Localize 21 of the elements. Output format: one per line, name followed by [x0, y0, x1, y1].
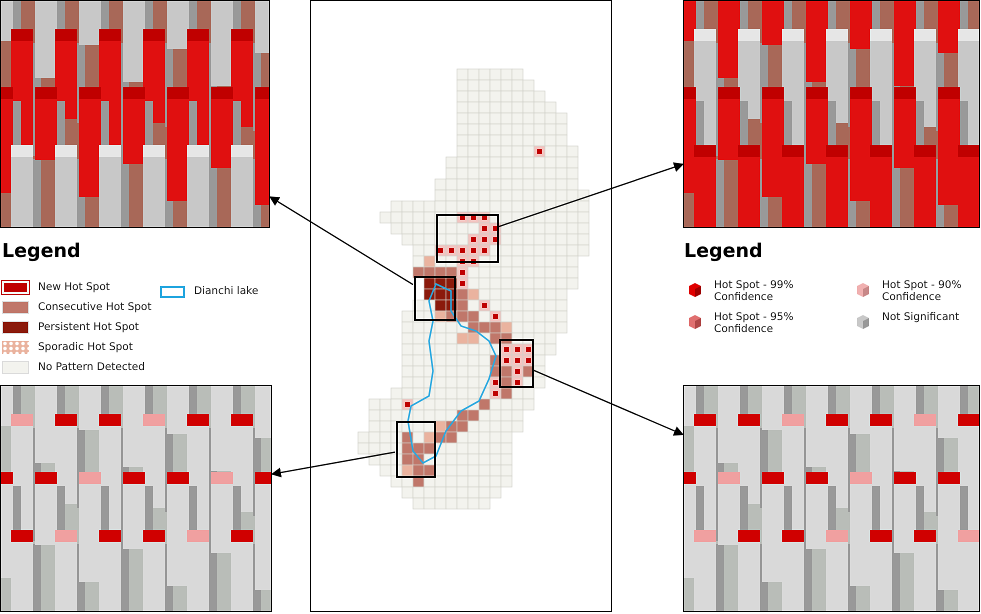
legend-label: Hot Spot - 99% Confidence	[714, 279, 794, 303]
legend-label: Not Significant	[882, 311, 960, 323]
arrow	[498, 162, 684, 228]
zoom-frame	[436, 214, 499, 263]
arrow	[271, 451, 396, 478]
zoom-frame	[396, 421, 436, 478]
legend-label: Hot Spot - 90% Confidence	[882, 279, 962, 303]
zoom-frame	[499, 339, 534, 388]
legend-label: Hot Spot - 95% Confidence	[714, 311, 794, 335]
arrow	[269, 196, 414, 286]
legend-label: New Hot Spot	[38, 280, 110, 295]
legend-label: Dianchi lake	[194, 284, 258, 299]
legend-title: Legend	[2, 239, 81, 264]
arrow	[532, 369, 684, 436]
legend-label: No Pattern Detected	[38, 360, 145, 375]
legend-label: Consecutive Hot Spot	[38, 300, 152, 315]
legend-title: Legend	[684, 239, 763, 264]
zoom-frame	[414, 276, 456, 321]
legend-label: Persistent Hot Spot	[38, 320, 139, 335]
legend-label: Sporadic Hot Spot	[38, 340, 133, 355]
grid-map-panel	[310, 0, 612, 612]
